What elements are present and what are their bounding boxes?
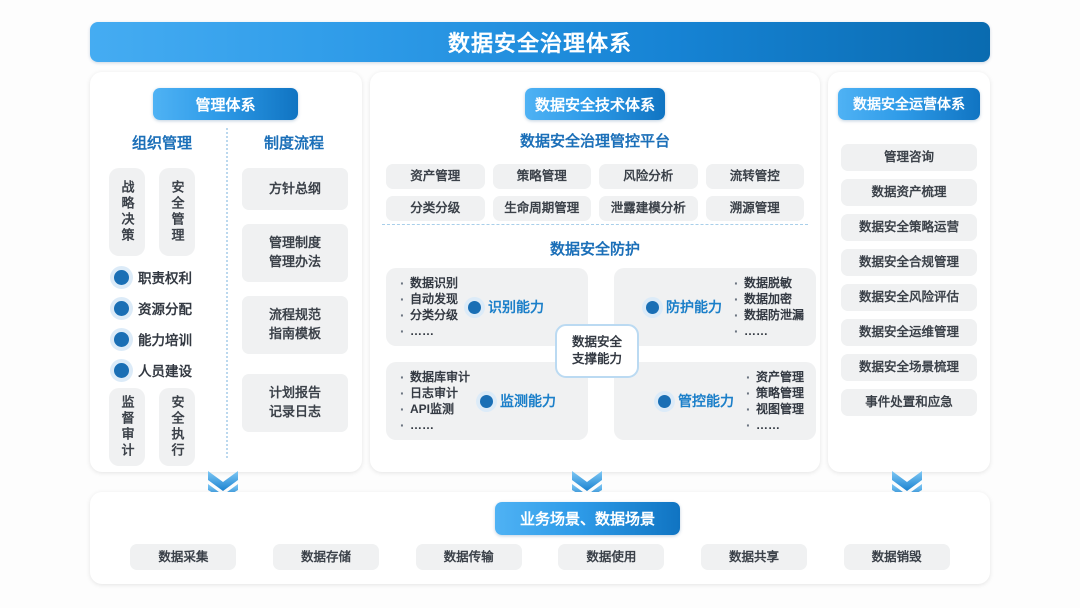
bullet-dot-icon xyxy=(114,362,129,378)
bullet-label: 能力培训 xyxy=(138,333,192,348)
capability-label: 识别能力 xyxy=(488,299,545,315)
process-box-policy-outline: 方针总纲 xyxy=(242,168,348,210)
quadrant-control: 管控能力 资产管理 策略管理 视图管理 …… xyxy=(614,362,816,440)
quadrant-protect-items: 数据脱敏 数据加密 数据防泄漏 …… xyxy=(732,274,804,341)
capability-label: 防护能力 xyxy=(665,299,722,315)
left-panel-divider xyxy=(226,128,228,458)
scenario-chip-destruction: 数据销毁 xyxy=(843,544,950,570)
org-box-supervision-audit: 监督审计 xyxy=(109,388,145,466)
quadrant-item: 数据库审计 xyxy=(398,368,470,387)
quadrant-item: 数据防泄漏 xyxy=(732,306,804,325)
bullet-dot-icon xyxy=(645,300,659,314)
quadrant-monitor-capability: 监测能力 xyxy=(480,391,556,411)
quadrant-identify: 数据识别 自动发现 分类分级 …… 识别能力 xyxy=(386,268,588,346)
quadrant-item: 数据加密 xyxy=(732,290,804,309)
bullet-dot-icon xyxy=(468,300,482,314)
diagram-title-bar: 数据安全治理体系 xyxy=(90,22,990,62)
platform-chip-policy-mgmt: 策略管理 xyxy=(492,164,591,189)
quadrant-item: 自动发现 xyxy=(398,290,458,309)
quadrant-item: API监测 xyxy=(398,400,470,419)
platform-chip-flow-control: 流转管控 xyxy=(705,164,804,189)
scenario-chip-storage: 数据存储 xyxy=(272,544,379,570)
bullet-label: 职责权利 xyxy=(138,271,192,286)
ops-chip-incident-response: 事件处置和应急 xyxy=(841,389,977,416)
quadrant-item: …… xyxy=(732,322,804,341)
quadrant-monitor-items: 数据库审计 日志审计 API监测 …… xyxy=(398,368,470,435)
bullet-label: 资源分配 xyxy=(138,302,192,317)
scenario-chip-transfer: 数据传输 xyxy=(415,544,522,570)
platform-chip-lifecycle-mgmt: 生命周期管理 xyxy=(492,196,591,221)
org-bullet-list: 职责权利 资源分配 能力培训 人员建设 xyxy=(114,264,192,383)
quadrant-item: 日志审计 xyxy=(398,384,470,403)
scenario-chip-collection: 数据采集 xyxy=(130,544,237,570)
platform-module-grid: 资产管理 策略管理 风险分析 流转管控 分类分级 生命周期管理 泄露建模分析 溯… xyxy=(386,164,804,221)
platform-heading: 数据安全治理管控平台 xyxy=(519,133,670,150)
page-title: 数据安全治理体系 xyxy=(447,31,632,56)
capability-label: 管控能力 xyxy=(677,393,734,409)
platform-chip-classification: 分类分级 xyxy=(386,196,485,221)
scenario-chip-usage: 数据使用 xyxy=(558,544,665,570)
quadrant-item: 策略管理 xyxy=(744,384,804,403)
scenario-chip-row: 数据采集 数据存储 数据传输 数据使用 数据共享 数据销毁 xyxy=(112,544,968,570)
quadrant-protect-capability: 防护能力 xyxy=(645,297,722,317)
ops-chip-scenario-inventory: 数据安全场景梳理 xyxy=(841,354,977,381)
bullet-dot-icon xyxy=(114,300,129,316)
quadrant-item: …… xyxy=(744,416,804,435)
defense-heading: 数据安全防护 xyxy=(549,241,640,258)
quadrant-item: …… xyxy=(398,416,470,435)
support-capability-box: 数据安全 支撑能力 xyxy=(555,324,639,378)
bullet-dot-icon xyxy=(480,394,494,408)
ops-chip-policy-operation: 数据安全策略运营 xyxy=(841,214,977,241)
quadrant-item: 资产管理 xyxy=(744,368,804,387)
ops-chip-consulting: 管理咨询 xyxy=(841,144,977,171)
platform-chip-risk-analysis: 风险分析 xyxy=(599,164,698,189)
process-box-management-rules: 管理制度 管理办法 xyxy=(242,224,348,282)
technology-system-panel: 数据安全技术体系 数据安全治理管控平台 资产管理 策略管理 风险分析 流转管控 … xyxy=(370,72,820,472)
management-system-badge: 管理体系 xyxy=(153,88,298,120)
platform-chip-leak-modeling: 泄露建模分析 xyxy=(599,196,698,221)
quadrant-item: 分类分级 xyxy=(398,306,458,325)
quadrant-monitor: 数据库审计 日志审计 API监测 …… 监测能力 xyxy=(386,362,588,440)
quadrant-protect: 防护能力 数据脱敏 数据加密 数据防泄漏 …… xyxy=(614,268,816,346)
bullet-item-staffing: 人员建设 xyxy=(114,357,192,383)
bullet-dot-icon xyxy=(657,394,671,408)
org-box-security-mgmt: 安全管理 xyxy=(159,168,195,256)
scenario-chip-sharing: 数据共享 xyxy=(700,544,807,570)
capability-label: 监测能力 xyxy=(500,393,557,409)
bullet-item-resource: 资源分配 xyxy=(114,295,192,321)
quadrant-item: 视图管理 xyxy=(744,400,804,419)
scenario-badge: 业务场景、数据场景 xyxy=(495,502,680,535)
process-box-process-spec: 流程规范 指南模板 xyxy=(242,296,348,354)
org-box-strategy: 战略决策 xyxy=(109,168,145,256)
bullet-dot-icon xyxy=(114,269,129,285)
platform-chip-traceability: 溯源管理 xyxy=(705,196,804,221)
bullet-item-duty: 职责权利 xyxy=(114,264,192,290)
quadrant-item: 数据识别 xyxy=(398,274,458,293)
quadrant-item: …… xyxy=(398,322,458,341)
management-system-panel: 管理体系 组织管理 制度流程 战略决策 安全管理 职责权利 资源分配 能力培训 … xyxy=(90,72,362,472)
quadrant-item: 数据脱敏 xyxy=(732,274,804,293)
ops-chip-ops-maintenance: 数据安全运维管理 xyxy=(841,319,977,346)
quadrant-control-items: 资产管理 策略管理 视图管理 …… xyxy=(744,368,804,435)
operations-system-panel: 数据安全运营体系 管理咨询 数据资产梳理 数据安全策略运营 数据安全合规管理 数… xyxy=(828,72,990,472)
org-box-security-execution: 安全执行 xyxy=(159,388,195,466)
quadrant-identify-capability: 识别能力 xyxy=(468,297,544,317)
quadrant-identify-items: 数据识别 自动发现 分类分级 …… xyxy=(398,274,458,341)
operations-item-list: 管理咨询 数据资产梳理 数据安全策略运营 数据安全合规管理 数据安全风险评估 数… xyxy=(841,144,977,416)
center-panel-dashed-separator xyxy=(382,224,808,225)
org-management-heading: 组织管理 xyxy=(131,135,192,152)
ops-chip-compliance-mgmt: 数据安全合规管理 xyxy=(841,249,977,276)
ops-chip-asset-inventory: 数据资产梳理 xyxy=(841,179,977,206)
scenario-panel: 业务场景、数据场景 数据采集 数据存储 数据传输 数据使用 数据共享 数据销毁 xyxy=(90,492,990,584)
ops-chip-risk-assessment: 数据安全风险评估 xyxy=(841,284,977,311)
bullet-item-training: 能力培训 xyxy=(114,326,192,352)
bullet-dot-icon xyxy=(114,331,129,347)
quadrant-control-capability: 管控能力 xyxy=(657,391,734,411)
platform-chip-asset-mgmt: 资产管理 xyxy=(386,164,485,189)
technology-system-badge: 数据安全技术体系 xyxy=(525,88,665,120)
process-box-plan-report: 计划报告 记录日志 xyxy=(242,374,348,432)
operations-system-badge: 数据安全运营体系 xyxy=(838,88,980,120)
bullet-label: 人员建设 xyxy=(138,364,192,379)
process-flow-heading: 制度流程 xyxy=(263,135,324,152)
